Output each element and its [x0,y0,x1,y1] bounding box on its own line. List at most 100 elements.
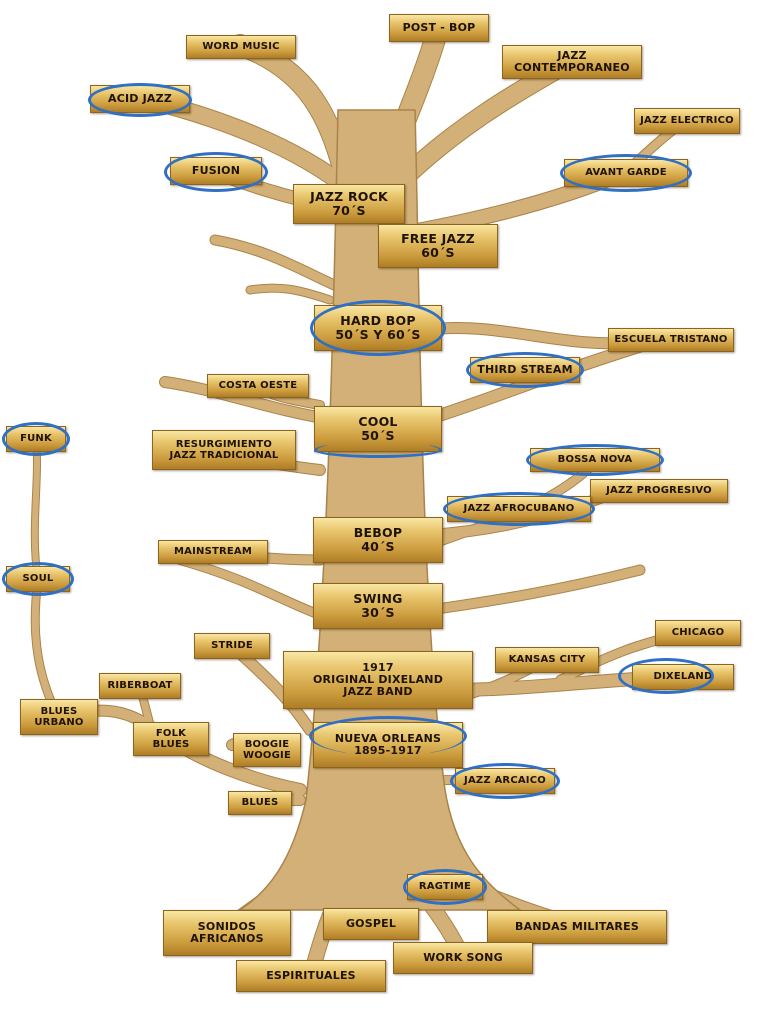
node-cool-line-2: 50´S [361,428,395,443]
node-ragtime-line: RAGTIME [418,881,472,893]
node-bandas-militares[interactable]: BANDAS MILITARES [487,910,667,944]
node-jazz-rock-line-1: JAZZ ROCK [310,189,388,204]
node-jazz-contemporaneo-line-2: CONTEMPORANEO [514,61,630,74]
node-jazz-rock-line-2: 70´S [332,203,366,218]
node-mainstream-line: MAINSTREAM [173,546,253,558]
node-blues-urbano-line-2: URBANO [34,717,84,728]
node-jazz-contemporaneo-line-1: JAZZ [557,48,587,62]
node-stride-line: STRIDE [211,640,253,652]
node-jazz-progresivo[interactable]: JAZZ PROGRESIVO [590,479,728,503]
node-riberboat[interactable]: RIBERBOAT [99,673,181,699]
node-bossa-nova[interactable]: BOSSA NOVA [530,448,660,472]
node-sonidos-africanos-line-1: SONIDOS [197,919,257,933]
node-riberboat-line: RIBERBOAT [107,680,173,692]
node-boogie-woogie-line-1: BOOGIE [244,738,290,750]
node-free-jazz-line-2: 60´S [421,245,455,260]
branch-27 [31,437,41,583]
node-bebop-line-2: 40´S [361,539,395,554]
node-chicago-line: CHICAGO [671,627,725,639]
node-gospel-line: GOSPEL [345,916,397,930]
node-blues[interactable]: BLUES [228,791,292,815]
node-stride[interactable]: STRIDE [194,633,270,659]
node-third-stream[interactable]: THIRD STREAM [470,357,580,383]
node-funk[interactable]: FUNK [6,426,66,452]
node-sonidos-africanos-line-2: AFRICANOS [190,932,264,945]
node-third-stream-line: THIRD STREAM [477,362,573,376]
node-hard-bop-line-1: HARD BOP [340,313,416,328]
node-dixieland-line: DIXELAND [653,671,713,683]
node-post-bop-line: POST - BOP [402,20,476,34]
node-nueva-orleans-line-1: NUEVA ORLEANS [334,731,442,745]
node-espirituales-line: ESPIRITUALES [266,968,356,982]
node-jazz-afrocubano[interactable]: JAZZ AFROCUBANO [447,496,591,522]
node-espirituales[interactable]: ESPIRITUALES [236,960,386,992]
node-jazz-progresivo-line: JAZZ PROGRESIVO [606,485,712,497]
node-escuela-tristano-line: ESCUELA TRISTANO [614,334,728,346]
node-costa-oeste-line: COSTA OESTE [218,380,298,392]
node-work-song-line: WORK SONG [423,950,503,964]
node-free-jazz-line-1: FREE JAZZ [401,231,475,246]
node-resurgimiento-line-1: RESURGIMIENTO [175,438,273,450]
branch-17 [425,565,645,615]
node-soul-line: SOUL [22,573,54,585]
node-hard-bop-line-2: 50´S Y 60´S [335,327,421,342]
node-escuela-tristano[interactable]: ESCUELA TRISTANO [608,328,734,352]
branch-18 [176,556,324,619]
node-soul[interactable]: SOUL [6,566,70,592]
node-kansas-city-line: KANSAS CITY [508,654,586,666]
node-nueva-orleans-line-2: 1895-1917 [354,744,422,757]
node-funk-line: FUNK [20,433,52,445]
node-boogie-woogie-line-2: WOOGIE [243,750,291,761]
node-word-music[interactable]: WORD MUSIC [186,35,296,59]
node-gospel[interactable]: GOSPEL [323,908,419,940]
node-post-bop[interactable]: POST - BOP [389,14,489,42]
node-jazz-electrico[interactable]: JAZZ ELECTRICO [634,108,740,134]
node-fusion[interactable]: FUSION [170,157,262,185]
node-jazz-electrico-line: JAZZ ELECTRICO [640,115,734,127]
node-acid-jazz-line: ACID JAZZ [108,91,172,105]
node-ragtime[interactable]: RAGTIME [407,874,483,900]
node-folk-blues-line-1: FOLK [155,727,187,739]
node-mainstream[interactable]: MAINSTREAM [158,540,268,564]
node-original-dixieland-1917-line-2: ORIGINAL DIXELAND [312,672,444,686]
node-dixieland[interactable]: DIXELAND [632,664,734,690]
branch-12 [160,377,340,425]
node-avant-garde[interactable]: AVANT GARDE [564,159,688,187]
node-jazz-arcaico-line: JAZZ ARCAICO [464,775,546,787]
node-bebop-line-1: BEBOP [353,525,403,540]
node-jazz-afrocubano-line: JAZZ AFROCUBANO [463,503,575,515]
branch-7 [210,235,350,295]
node-word-music-line: WORD MUSIC [202,41,280,53]
node-blues-line: BLUES [241,797,279,809]
branch-26 [31,576,62,721]
node-swing-line-1: SWING [353,591,403,606]
node-folk-blues-line-2: BLUES [152,739,190,750]
node-costa-oeste[interactable]: COSTA OESTE [207,374,309,398]
node-fusion-line: FUSION [191,163,241,177]
node-original-dixieland-1917-line-1: 1917 [362,660,394,674]
node-cool-line-1: COOL [358,414,398,429]
node-chicago[interactable]: CHICAGO [655,620,741,646]
node-blues-urbano-line-1: BLUES [40,705,78,717]
node-resurgimiento-line-2: JAZZ TRADICIONAL [169,450,279,461]
node-acid-jazz[interactable]: ACID JAZZ [90,85,190,113]
branch-8 [246,284,334,304]
node-jazz-arcaico[interactable]: JAZZ ARCAICO [455,768,555,794]
node-kansas-city[interactable]: KANSAS CITY [495,647,599,673]
node-work-song[interactable]: WORK SONG [393,942,533,974]
